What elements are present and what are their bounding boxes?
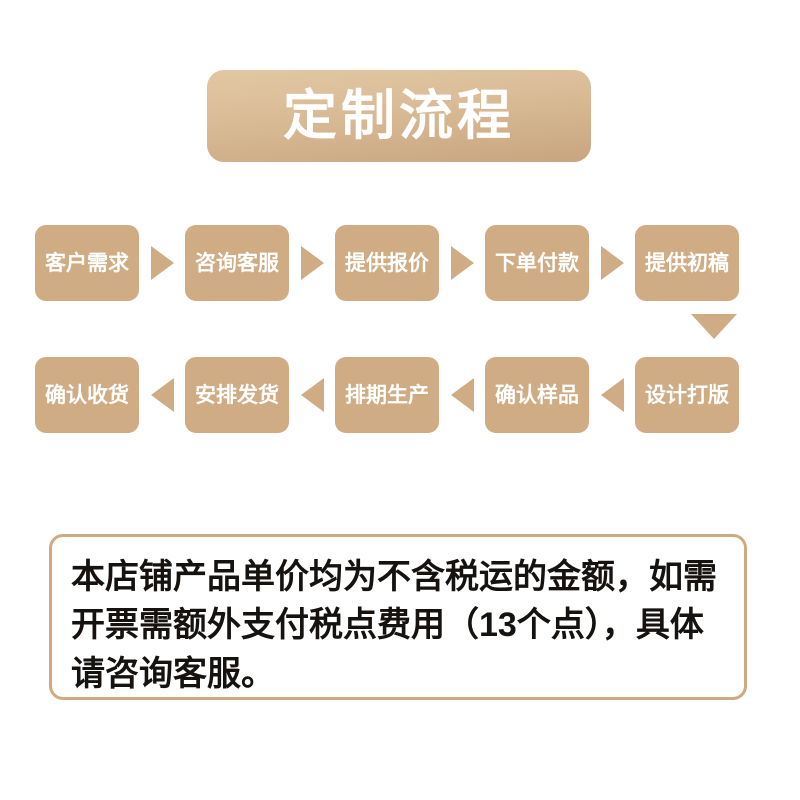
page-title: 定制流程 xyxy=(283,86,515,146)
arrow-left-icon-2 xyxy=(300,378,324,412)
process-step-label: 咨询客服 xyxy=(195,251,279,275)
process-step-provide-quote[interactable]: 提供报价 xyxy=(335,225,439,301)
process-step-customer-requirement[interactable]: 客户需求 xyxy=(35,225,139,301)
process-step-arrange-shipment[interactable]: 安排发货 xyxy=(185,357,289,433)
process-step-design-pattern-making[interactable]: 设计打版 xyxy=(635,357,739,433)
page-title-banner: 定制流程 xyxy=(207,70,591,162)
process-step-label: 提供初稿 xyxy=(645,251,729,275)
process-step-label: 提供报价 xyxy=(345,251,429,275)
arrow-right-icon-2 xyxy=(300,246,324,280)
arrow-down-icon xyxy=(691,314,737,339)
process-step-consult-service[interactable]: 咨询客服 xyxy=(185,225,289,301)
arrow-left-icon-4 xyxy=(600,378,624,412)
process-step-provide-draft[interactable]: 提供初稿 xyxy=(635,225,739,301)
arrow-left-icon-3 xyxy=(450,378,474,412)
process-flow-row-1: 客户需求 咨询客服 提供报价 下单付款 提供初稿 xyxy=(0,225,800,301)
process-step-confirm-receipt[interactable]: 确认收货 xyxy=(35,357,139,433)
process-step-label: 确认样品 xyxy=(495,383,579,407)
process-step-place-order-payment[interactable]: 下单付款 xyxy=(485,225,589,301)
tax-notice-text: 本店铺产品单价均为不含税运的金额，如需开票需额外支付税点费用（13个点），具体请… xyxy=(71,558,717,693)
process-step-label: 排期生产 xyxy=(345,383,429,407)
process-step-label: 下单付款 xyxy=(495,251,579,275)
process-step-confirm-sample[interactable]: 确认样品 xyxy=(485,357,589,433)
arrow-right-icon-4 xyxy=(600,246,624,280)
process-step-label: 确认收货 xyxy=(45,383,129,407)
arrow-right-icon-1 xyxy=(150,246,174,280)
tax-notice-box: 本店铺产品单价均为不含税运的金额，如需开票需额外支付税点费用（13个点），具体请… xyxy=(49,534,747,700)
process-step-label: 安排发货 xyxy=(195,383,279,407)
process-step-label: 设计打版 xyxy=(645,383,729,407)
process-step-label: 客户需求 xyxy=(45,251,129,275)
process-step-schedule-production[interactable]: 排期生产 xyxy=(335,357,439,433)
process-flow-row-2: 确认收货 安排发货 排期生产 确认样品 设计打版 xyxy=(0,357,800,433)
arrow-left-icon-1 xyxy=(150,378,174,412)
arrow-right-icon-3 xyxy=(450,246,474,280)
